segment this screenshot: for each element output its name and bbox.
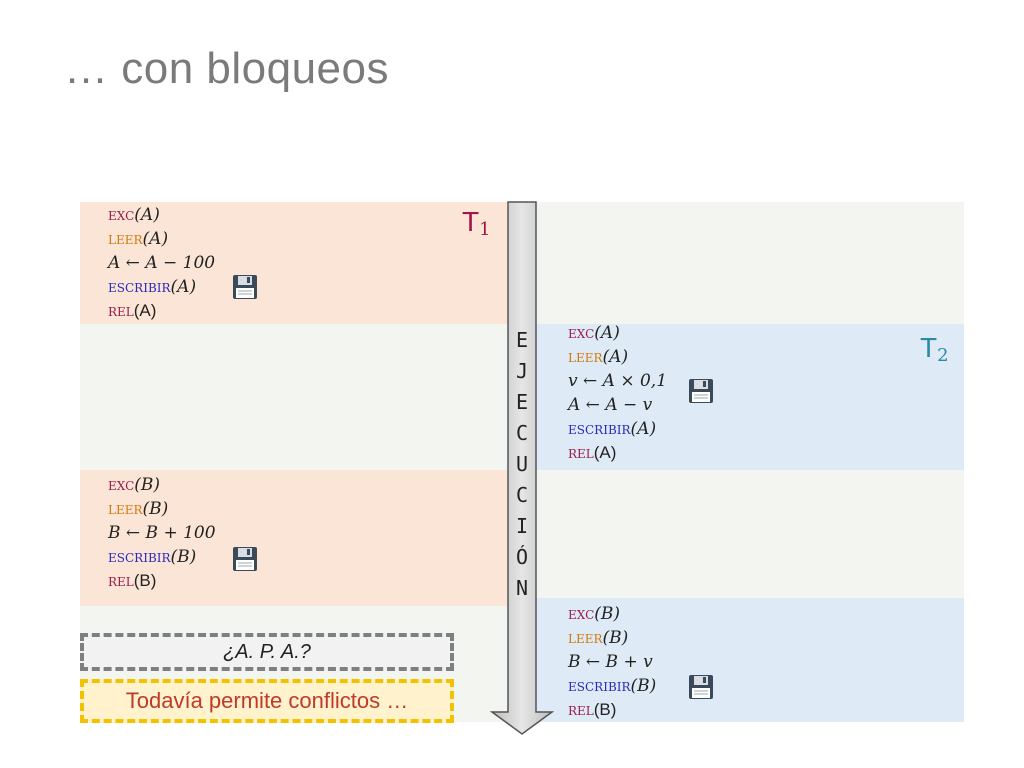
left-empty-band-1 xyxy=(80,324,508,470)
execution-letter: E xyxy=(515,390,529,414)
floppy-disk-icon xyxy=(689,379,713,403)
op-rel: rel(A) xyxy=(108,301,157,321)
execution-letter: C xyxy=(515,483,529,507)
conflict-note: Todavía permite conflictos … xyxy=(80,679,454,723)
right-empty-band-2 xyxy=(536,470,964,598)
op-escribir: escribir(A) xyxy=(568,419,657,439)
execution-letter: E xyxy=(515,328,529,352)
op-exc: exc(A) xyxy=(108,205,160,225)
execution-letter: J xyxy=(515,359,529,383)
op-assign: B ← B + v xyxy=(568,652,653,672)
t2-block-a-band xyxy=(536,324,964,470)
op-leer: leer(B) xyxy=(108,499,169,519)
t2-block-b-band xyxy=(536,598,964,722)
op-rel: rel(B) xyxy=(568,700,617,720)
floppy-disk-icon xyxy=(233,547,257,571)
op-leer: leer(A) xyxy=(568,347,629,367)
op-leer: leer(A) xyxy=(108,229,169,249)
op-escribir: escribir(B) xyxy=(108,547,197,567)
execution-letter: N xyxy=(515,576,529,600)
t1-block-b: exc(B) leer(B) B ← B + 100 escribir(B) r… xyxy=(108,473,216,593)
op-assign: B ← B + 100 xyxy=(108,523,216,543)
question-box: ¿A. P. A.? xyxy=(80,633,454,671)
execution-letter: Ó xyxy=(515,545,529,569)
t2-block-b: exc(B) leer(B) B ← B + v escribir(B) rel… xyxy=(568,602,656,722)
op-escribir: escribir(A) xyxy=(108,277,197,297)
op-exc: exc(A) xyxy=(568,323,620,343)
t1-label: T1 xyxy=(462,206,491,240)
t2-block-a: exc(A) leer(A) v ← A × 0,1 A ← A − v esc… xyxy=(568,321,667,465)
op-exc: exc(B) xyxy=(568,604,621,624)
floppy-disk-icon xyxy=(233,275,257,299)
execution-letter: C xyxy=(515,421,529,445)
t1-block-a-band xyxy=(80,202,508,324)
op-escribir: escribir(B) xyxy=(568,676,657,696)
execution-letter: I xyxy=(515,514,529,538)
t2-label: T2 xyxy=(920,332,949,366)
floppy-disk-icon xyxy=(689,675,713,699)
slide-title: … con bloqueos xyxy=(64,44,389,93)
execution-arrow xyxy=(490,201,554,735)
op-assign-v: v ← A × 0,1 xyxy=(568,371,668,391)
t1-block-b-band xyxy=(80,470,508,606)
op-assign: A ← A − 100 xyxy=(108,253,216,273)
op-rel: rel(B) xyxy=(108,571,157,591)
op-rel: rel(A) xyxy=(568,443,617,463)
op-assign-a: A ← A − v xyxy=(568,395,653,415)
op-leer: leer(B) xyxy=(568,628,629,648)
execution-letter: U xyxy=(515,452,529,476)
right-empty-band-1 xyxy=(536,202,964,324)
op-exc: exc(B) xyxy=(108,475,161,495)
t1-block-a: exc(A) leer(A) A ← A − 100 escribir(A) r… xyxy=(108,203,215,323)
